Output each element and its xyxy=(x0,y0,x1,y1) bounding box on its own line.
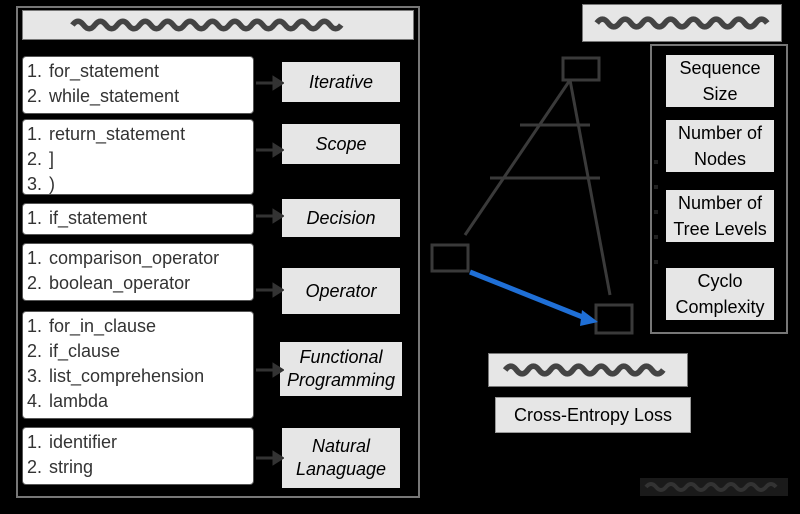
metric-number-of-nodes: Number of Nodes xyxy=(666,120,774,172)
arrow-head xyxy=(272,208,284,224)
redacted-header-text xyxy=(594,16,770,30)
arrow-head xyxy=(272,362,284,378)
arrow-head xyxy=(272,142,284,158)
list-item: ) xyxy=(47,172,253,197)
tree-root-node xyxy=(561,56,601,82)
list-item: list_comprehension xyxy=(47,364,253,389)
loss-label: Cross-Entropy Loss xyxy=(495,397,691,433)
syntax-categories-header xyxy=(22,10,414,40)
node-list-decision: if_statement xyxy=(22,203,254,235)
metric-cyclo-complexity: Cyclo Complexity xyxy=(666,268,774,320)
syntax-tree-graphic xyxy=(430,56,634,335)
list-item: if_clause xyxy=(47,339,253,364)
metrics-header xyxy=(582,4,782,42)
redacted-header-text xyxy=(70,18,344,32)
loss-header xyxy=(488,353,688,387)
list-item: string xyxy=(47,455,253,480)
arrow-head xyxy=(272,450,284,466)
redacted-caption xyxy=(640,478,788,496)
category-operator: Operator xyxy=(282,268,400,314)
node-list-iterative: for_statement while_statement xyxy=(22,56,254,114)
list-item: ] xyxy=(47,147,253,172)
list-item: for_statement xyxy=(47,59,253,84)
list-item: identifier xyxy=(47,430,253,455)
arrow-head xyxy=(272,282,284,298)
category-iterative: Iterative xyxy=(282,62,400,102)
node-list-natural-language: identifier string xyxy=(22,427,254,485)
list-item: while_statement xyxy=(47,84,253,109)
tree-edge xyxy=(568,79,612,296)
metric-sequence-size: Sequence Size xyxy=(666,55,774,107)
metric-number-of-tree-levels: Number of Tree Levels xyxy=(666,190,774,242)
node-list-functional-programming: for_in_clause if_clause list_comprehensi… xyxy=(22,311,254,419)
mapping-arrows xyxy=(256,75,284,466)
tree-edge xyxy=(463,79,572,236)
redacted-header-text xyxy=(502,363,666,377)
highlight-edge xyxy=(469,269,586,321)
tree-leaf-node xyxy=(430,243,470,273)
arrow-head xyxy=(272,75,284,91)
list-item: if_statement xyxy=(47,206,253,231)
category-scope: Scope xyxy=(282,124,400,164)
category-natural-language: Natural Lanaguage xyxy=(282,428,400,488)
node-list-operator: comparison_operator boolean_operator xyxy=(22,243,254,301)
list-item: comparison_operator xyxy=(47,246,253,271)
list-item: lambda xyxy=(47,389,253,414)
list-item: boolean_operator xyxy=(47,271,253,296)
highlight-arrow-head xyxy=(580,310,598,326)
category-decision: Decision xyxy=(282,199,400,237)
metric-bullets xyxy=(654,160,660,285)
list-item: for_in_clause xyxy=(47,314,253,339)
list-item: return_statement xyxy=(47,122,253,147)
node-list-scope: return_statement ] ) xyxy=(22,119,254,195)
tree-leaf-node xyxy=(594,303,634,335)
category-functional-programming: Functional Programming xyxy=(280,342,402,396)
